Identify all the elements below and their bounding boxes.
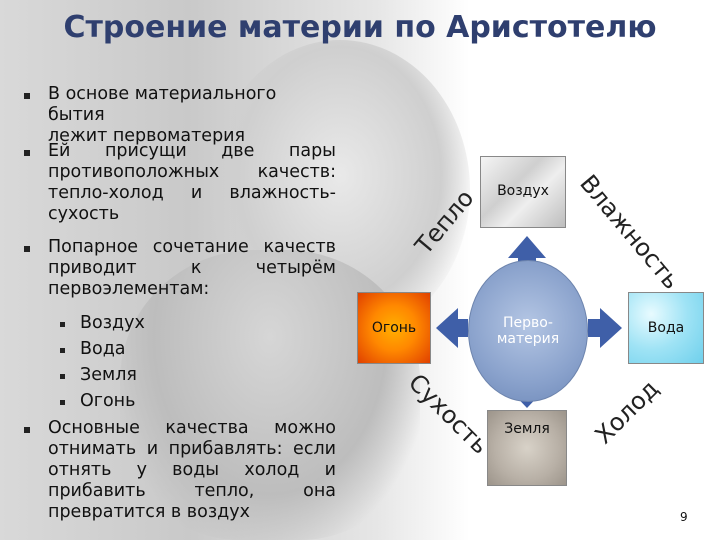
- prime-matter-label-2: материя: [496, 331, 560, 347]
- element-earth: Земля: [487, 410, 567, 486]
- sub-bullet-marker: [60, 400, 65, 405]
- sub-item-air: Воздух: [80, 313, 145, 333]
- element-water: Вода: [628, 292, 704, 364]
- slide-title: Строение материи по Аристотелю: [63, 10, 657, 45]
- element-fire: Огонь: [357, 292, 431, 364]
- background-portrait: [0, 0, 470, 540]
- bullet-1: В основе материального бытия лежит перво…: [48, 84, 277, 146]
- element-air: Воздух: [480, 156, 566, 228]
- sub-item-water: Вода: [80, 339, 126, 359]
- sub-item-fire: Огонь: [80, 391, 136, 411]
- prime-matter-circle: Перво- материя: [468, 260, 588, 402]
- prime-matter-label-1: Перво-: [503, 315, 553, 331]
- bullet-marker: [24, 427, 30, 433]
- arrow-left: [436, 308, 468, 348]
- bullet-marker: [24, 150, 30, 156]
- bullet-4: Основные качества можно отнимать и приба…: [48, 418, 336, 522]
- sub-item-earth: Земля: [80, 365, 137, 385]
- bullet-marker: [24, 246, 30, 252]
- bullet-2: Ей присущи две пары противоположных каче…: [48, 141, 336, 224]
- sub-bullet-marker: [60, 322, 65, 327]
- arrow-up: [508, 236, 546, 268]
- sub-bullet-marker: [60, 374, 65, 379]
- arrow-right: [588, 308, 622, 348]
- sub-bullet-marker: [60, 348, 65, 353]
- page-number: 9: [680, 510, 688, 524]
- bullet-3: Попарное сочетание качеств приводит к че…: [48, 237, 336, 299]
- bullet-marker: [24, 93, 30, 99]
